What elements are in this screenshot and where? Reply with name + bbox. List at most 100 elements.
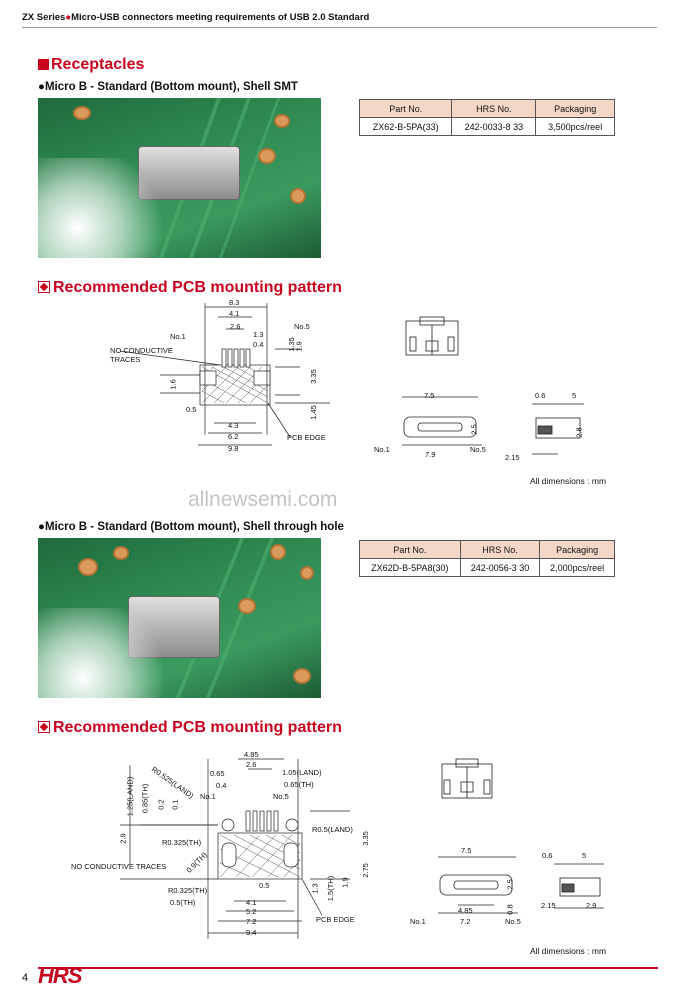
header-series: ZX Series	[22, 12, 66, 23]
dimension-label: 7.9	[425, 450, 436, 459]
label-traces: TRACES	[110, 355, 141, 364]
dimension-label: No.1	[200, 792, 216, 801]
col-hrs-no: HRS No.	[459, 540, 541, 559]
dimension-label: 4.3	[228, 421, 239, 430]
dimension-label: 0.85(TH)	[140, 783, 150, 814]
dimension-label: 2.15	[505, 453, 520, 462]
dimension-label: 1.9	[294, 341, 304, 352]
dimension-label: Recommended PCB mounting pattern	[53, 719, 342, 736]
dimension-label: NO CONDUCTIVE TRACES	[71, 862, 167, 871]
dimension-label: 2.75	[360, 863, 370, 878]
label-no-conductive: NO CONDUCTIVE	[110, 346, 173, 355]
dimension-label: 1.9	[340, 877, 350, 888]
dimension-label: Recommended PCB mounting pattern	[53, 279, 342, 296]
product1-side-view	[532, 403, 584, 455]
table-row: ZX62D-B-5PA8(30) 242-0056-3 30 2,000pcs/…	[359, 558, 615, 577]
dim-label: 2.6	[230, 322, 241, 331]
dimension-label: 5.2	[246, 907, 257, 916]
product1-all-dimensions: All dimensions : mm	[530, 476, 607, 486]
product2-table: Part No. HRS No. Packaging ZX62D-B-5PA8(…	[359, 540, 615, 577]
dimension-label: 3.35	[360, 831, 370, 846]
dimension-label: 1.05(LAND)	[282, 768, 322, 777]
col-part-no: Part No.	[358, 99, 453, 118]
dimension-label: 0.2	[156, 799, 166, 810]
product2-front-view	[438, 856, 518, 914]
dimension-label: R0.5(LAND)	[312, 825, 353, 834]
dimension-label: No.1	[374, 445, 390, 454]
footer-rule	[38, 967, 658, 969]
dimension-label: Receptacles	[51, 56, 145, 73]
dimension-label: 2.5	[469, 424, 479, 435]
dimension-label: 2.15	[541, 901, 556, 910]
col-part-no: Part No.	[359, 540, 461, 559]
running-header: ZX Series●Micro-USB connectors meeting r…	[22, 12, 369, 23]
col-hrs-no: HRS No.	[451, 99, 537, 118]
header-title: Micro-USB connectors meeting requirement…	[71, 12, 370, 23]
header-rule	[22, 27, 657, 28]
dimension-label: 4.85	[244, 750, 259, 759]
dimension-label: 0.65(TH)	[284, 780, 314, 789]
diamond-bullet-icon	[38, 721, 50, 733]
product2-photo	[38, 538, 321, 698]
dimension-label: R0.325(TH)	[168, 886, 208, 895]
dimension-label: 0.6	[535, 391, 546, 400]
dimension-label: 0.4	[216, 781, 227, 790]
dim-label: 4.1	[229, 309, 240, 318]
dim-label: 8.3	[229, 298, 240, 307]
dimension-label: 2.8	[574, 427, 584, 438]
dimension-label: 1.3	[310, 883, 320, 894]
table-row: ZX62-B-5PA(33) 242-0033-8 33 3,500pcs/re…	[358, 117, 615, 136]
hrs-logo: HRS	[38, 963, 82, 988]
dimension-label: 4.1	[246, 898, 257, 907]
dimension-label: 7.2	[246, 917, 257, 926]
dimension-label: ZX62D-B-5PA8(30)	[359, 558, 461, 577]
square-bullet-icon	[38, 59, 49, 70]
dimension-label: 7.5	[424, 391, 435, 400]
dimension-label: 9.8	[228, 444, 239, 453]
product1-top-view	[405, 316, 459, 356]
dimension-label: 0.65	[210, 769, 225, 778]
dimension-label: 9.4	[246, 928, 257, 937]
dimension-label: 7.5	[461, 846, 472, 855]
dimension-label: 3,500pcs/reel	[535, 117, 615, 136]
dimension-label: 242-0056-3 30	[459, 558, 541, 577]
product1-pcb-title: Recommended PCB mounting pattern	[38, 279, 342, 297]
dimension-label: 0.8	[505, 904, 515, 915]
dimension-label: 242-0033-8 33	[451, 117, 537, 136]
dimension-label: 2.9	[586, 901, 597, 910]
dimension-label: No.5	[273, 792, 289, 801]
product2-pcb-title: Recommended PCB mounting pattern	[38, 719, 342, 737]
header-dot: ●	[65, 12, 72, 23]
dimension-label: 1.5(TH)	[326, 875, 336, 902]
dim-label: 1.3	[253, 330, 264, 339]
section-title-receptacles: Receptacles	[38, 56, 144, 74]
dimension-label: 0.5(TH)	[170, 898, 196, 907]
watermark: allnewsemi.com	[188, 488, 338, 511]
dimension-label: 0.1	[170, 799, 180, 810]
dimension-label: 2.6	[246, 760, 257, 769]
dimension-label: 3.35	[308, 369, 318, 384]
product1-table: Part No. HRS No. Packaging ZX62-B-5PA(33…	[358, 99, 615, 136]
label-pcb-edge: PCB EDGE	[287, 433, 326, 442]
dimension-label: 5	[582, 851, 587, 860]
product2-all-dimensions: All dimensions : mm	[530, 946, 607, 956]
dimension-label: ZX62-B-5PA(33)	[358, 117, 453, 136]
diamond-bullet-icon	[38, 281, 50, 293]
col-packaging: Packaging	[539, 540, 615, 559]
product2-pcb-diagram	[120, 758, 350, 939]
dimension-label: 2.9	[118, 833, 128, 844]
label-no5: No.5	[294, 322, 310, 331]
dimension-label: 7.2	[460, 917, 471, 926]
dimension-label: 2,000pcs/reel	[539, 558, 615, 577]
dimension-label: No.5	[470, 445, 486, 454]
dimension-label: 0.5	[259, 881, 270, 890]
product1-photo	[38, 98, 321, 258]
dimension-label: 1.45	[308, 405, 318, 420]
label-no1: No.1	[170, 332, 186, 341]
product2-subtitle: ●Micro B - Standard (Bottom mount), Shel…	[38, 521, 344, 533]
product2-top-view	[441, 758, 493, 799]
dimension-label: 0.6	[542, 851, 553, 860]
dimension-label: 5	[572, 391, 577, 400]
dimension-label: 1.25(LAND)	[125, 776, 135, 817]
dimension-label: 2.5	[505, 879, 515, 890]
